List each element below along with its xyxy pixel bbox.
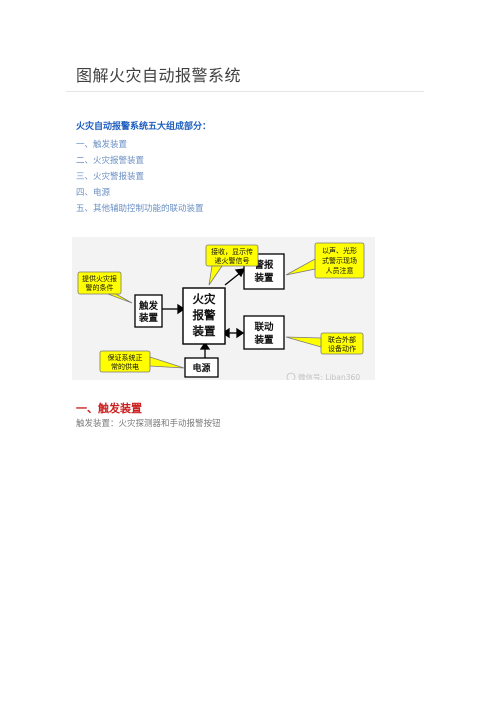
wechat-watermark: 微信号: Liban360: [286, 372, 360, 380]
alarm-control-label: 报警: [193, 308, 216, 322]
callout-text: 提供火灾报: [82, 274, 117, 283]
alarm-control-label: 火灾: [193, 292, 216, 306]
arrow-head-icon: [199, 341, 211, 350]
power-box: 电源: [184, 357, 219, 378]
component-item: 二、火灾报警装置: [76, 156, 145, 166]
trigger-box: 触发 装置: [134, 294, 163, 328]
trigger-box-label: 触发: [138, 300, 159, 312]
flow-arrows: [162, 268, 246, 358]
arrow-head-icon: [234, 268, 246, 278]
section-body: 触发装置：火灾探测器和手动报警按钮: [76, 419, 221, 429]
trigger-box-label: 装置: [138, 312, 159, 324]
title-divider: [66, 91, 424, 92]
power-box-label: 电源: [192, 362, 210, 374]
callout-text: 人员注意: [326, 266, 354, 275]
linkage-box-label: 联动: [254, 321, 274, 333]
callout-text: 联合外部: [328, 335, 356, 344]
callout-linkage: 联合外部 设备动作: [285, 332, 364, 355]
linkage-box-label: 装置: [253, 334, 274, 346]
callout-trigger: 提供火灾报 警的条件: [77, 271, 133, 304]
alarm-device-label: 装置: [253, 272, 274, 284]
callout-text: 以声、光形: [322, 246, 357, 255]
component-item: 四、电源: [76, 188, 111, 198]
watermark-text: 微信号: Liban360: [298, 372, 360, 380]
callout-text: 常的供电: [111, 362, 139, 371]
component-item: 五、其他辅助控制功能的联动装置: [76, 204, 204, 214]
alarm-device-label: 警报: [254, 259, 274, 271]
alarm-control-label: 装置: [192, 324, 216, 338]
linkage-box: 联动 装置: [243, 315, 285, 350]
arrow-head-icon: [236, 327, 245, 339]
system-diagram: 触发 装置 火灾 报警 装置 警报 装置 联动 装置 电源 提供火灾报: [72, 237, 375, 380]
component-list: 一、触发装置 二、火灾报警装置 三、火灾警报装置 四、电源 五、其他辅助控制功能…: [76, 137, 204, 217]
alarm-device-box: 警报 装置: [243, 253, 285, 290]
callout-power: 保证系统正 常的供电: [99, 350, 185, 373]
callout-control: 接收，显示传 递火警信号: [205, 244, 259, 286]
component-item: 三、火灾警报装置: [76, 172, 145, 182]
callout-text: 警的条件: [86, 283, 114, 292]
wechat-logo-icon: [286, 372, 296, 380]
intro-heading: 火灾自动报警系统五大组成部分：: [76, 122, 212, 132]
callout-text: 接收，显示传: [211, 247, 253, 256]
callout-alarm: 以声、光形 式警示现场 人员注意: [285, 242, 365, 279]
arrow-head-icon: [221, 327, 230, 339]
section-heading: 一、触发装置: [76, 402, 142, 415]
callout-text: 设备动作: [328, 344, 356, 353]
page-title: 图解火灾自动报警系统: [76, 66, 242, 85]
callout-text: 递火警信号: [215, 256, 250, 265]
alarm-control-box: 火灾 报警 装置: [182, 287, 226, 345]
component-item: 一、触发装置: [76, 140, 128, 150]
callout-text: 保证系统正: [108, 353, 143, 362]
arrow-head-icon: [177, 303, 186, 315]
callout-text: 式警示现场: [322, 256, 357, 265]
